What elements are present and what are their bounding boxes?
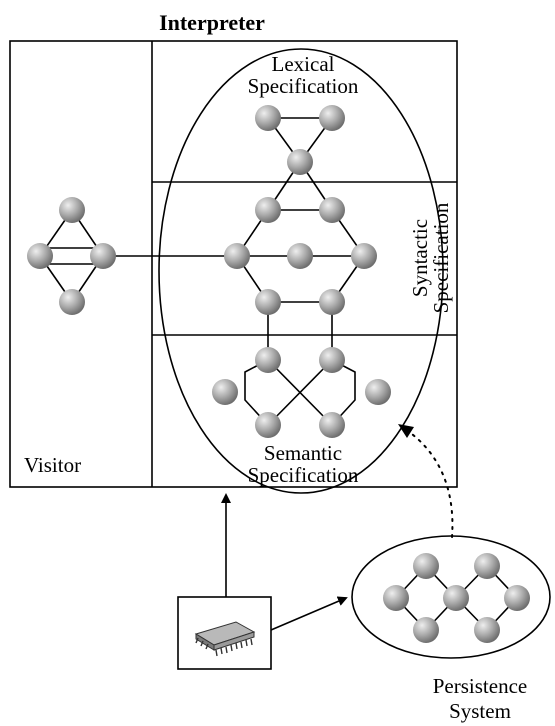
graph-node <box>212 379 238 405</box>
graph-node <box>319 412 345 438</box>
semantic-label-line1: Semantic <box>264 441 342 465</box>
graph-node <box>383 585 409 611</box>
persistence-label-line2: System <box>449 699 511 723</box>
microchip-icon <box>194 621 256 657</box>
syntactic-graph-edges <box>236 209 365 360</box>
graph-node <box>413 617 439 643</box>
syntactic-label-line2: Specification <box>429 202 453 313</box>
lexical-label-line2: Specification <box>248 74 359 98</box>
graph-node <box>287 149 313 175</box>
graph-node <box>351 243 377 269</box>
graph-node <box>224 243 250 269</box>
graph-node <box>255 347 281 373</box>
graph-node <box>255 412 281 438</box>
graph-node <box>319 289 345 315</box>
graph-node <box>504 585 530 611</box>
graph-node <box>255 105 281 131</box>
graph-node <box>90 243 116 269</box>
specification-ellipse <box>158 48 444 494</box>
graph-node <box>474 553 500 579</box>
graph-node <box>59 289 85 315</box>
visitor-graph-edges <box>39 209 237 303</box>
graph-node <box>27 243 53 269</box>
persistence-to-semantic-arrow <box>401 426 454 538</box>
graph-node <box>365 379 391 405</box>
graph-node <box>319 347 345 373</box>
visitor-label: Visitor <box>24 453 81 477</box>
graph-node <box>319 105 345 131</box>
graph-node <box>255 197 281 223</box>
diagram-title: Interpreter <box>159 10 265 35</box>
syntactic-label: Syntactic Specification <box>408 202 453 313</box>
graph-node <box>443 585 469 611</box>
graph-node <box>255 289 281 315</box>
semantic-label-line2: Specification <box>248 463 359 487</box>
chip-to-persistence-arrow <box>270 596 348 631</box>
chip-box <box>177 596 272 670</box>
persistence-label-line1: Persistence <box>433 674 527 698</box>
syntactic-label-line1: Syntactic <box>408 219 432 297</box>
graph-node <box>474 617 500 643</box>
interpreter-box <box>9 40 458 488</box>
graph-node <box>319 197 345 223</box>
graph-node <box>413 553 439 579</box>
persistence-ellipse <box>351 535 551 659</box>
graph-nodes <box>27 105 530 643</box>
lexical-label-line1: Lexical <box>272 52 335 76</box>
graph-node <box>59 197 85 223</box>
graph-node <box>287 243 313 269</box>
persistence-to-semantic-arrowhead <box>398 424 414 438</box>
